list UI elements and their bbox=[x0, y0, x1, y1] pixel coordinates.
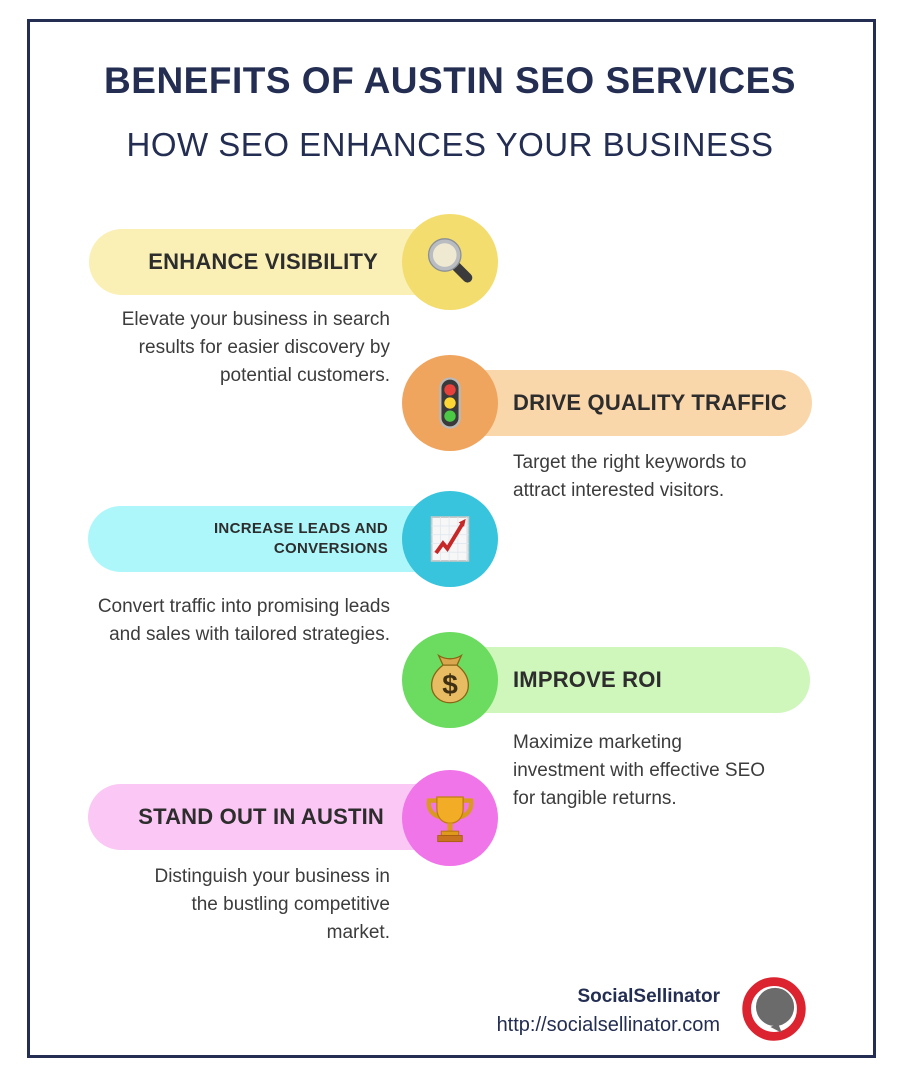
benefit-pill: INCREASE LEADS AND CONVERSIONS bbox=[88, 506, 456, 572]
benefit-title: DRIVE QUALITY TRAFFIC bbox=[513, 390, 787, 415]
benefit-title: ENHANCE VISIBILITY bbox=[148, 249, 378, 274]
traffic-light-icon bbox=[439, 377, 461, 429]
brand-logo bbox=[741, 976, 807, 1042]
benefit-title: INCREASE LEADS AND CONVERSIONS bbox=[213, 520, 388, 557]
benefit-title: IMPROVE ROI bbox=[513, 667, 662, 692]
brand-url: http://socialsellinator.com bbox=[496, 1014, 720, 1036]
page-border bbox=[27, 19, 876, 1058]
benefit-title: STAND OUT IN AUSTIN bbox=[138, 804, 384, 829]
benefit-description: Elevate your business in search results … bbox=[121, 309, 390, 386]
magnifier-icon bbox=[427, 238, 473, 283]
money-bag-icon: $ bbox=[430, 653, 470, 704]
brand-name: SocialSellinator bbox=[577, 986, 720, 1007]
benefit-description: Target the right keywords to attract int… bbox=[513, 452, 747, 501]
page-title: BENEFITS OF AUSTIN SEO SERVICES bbox=[104, 60, 796, 101]
benefit-icon-circle bbox=[402, 491, 498, 587]
chart-increasing-icon bbox=[430, 516, 470, 562]
benefit-icon-circle: $ bbox=[402, 632, 498, 728]
footer-brand-block: SocialSellinator http://socialsellinator… bbox=[497, 986, 720, 1037]
benefit-icon-circle bbox=[402, 770, 498, 866]
page-subtitle: HOW SEO ENHANCES YOUR BUSINESS bbox=[126, 126, 774, 163]
svg-text:$: $ bbox=[442, 669, 458, 700]
trophy-icon bbox=[426, 796, 474, 843]
benefit-icon-circle bbox=[402, 355, 498, 451]
speech-bubble-logo-icon bbox=[742, 977, 806, 1041]
benefit-description: Convert traffic into promising leads and… bbox=[97, 596, 390, 645]
benefit-icon-circle bbox=[402, 214, 498, 310]
benefit-pill: IMPROVE ROI bbox=[444, 647, 810, 713]
benefit-pill: ENHANCE VISIBILITY bbox=[89, 229, 456, 295]
benefit-pill: STAND OUT IN AUSTIN bbox=[88, 784, 456, 850]
benefit-pill: DRIVE QUALITY TRAFFIC bbox=[444, 370, 812, 436]
benefit-description: Maximize marketing investment with effec… bbox=[513, 732, 766, 809]
benefit-description: Distinguish your business in the bustlin… bbox=[154, 866, 390, 943]
